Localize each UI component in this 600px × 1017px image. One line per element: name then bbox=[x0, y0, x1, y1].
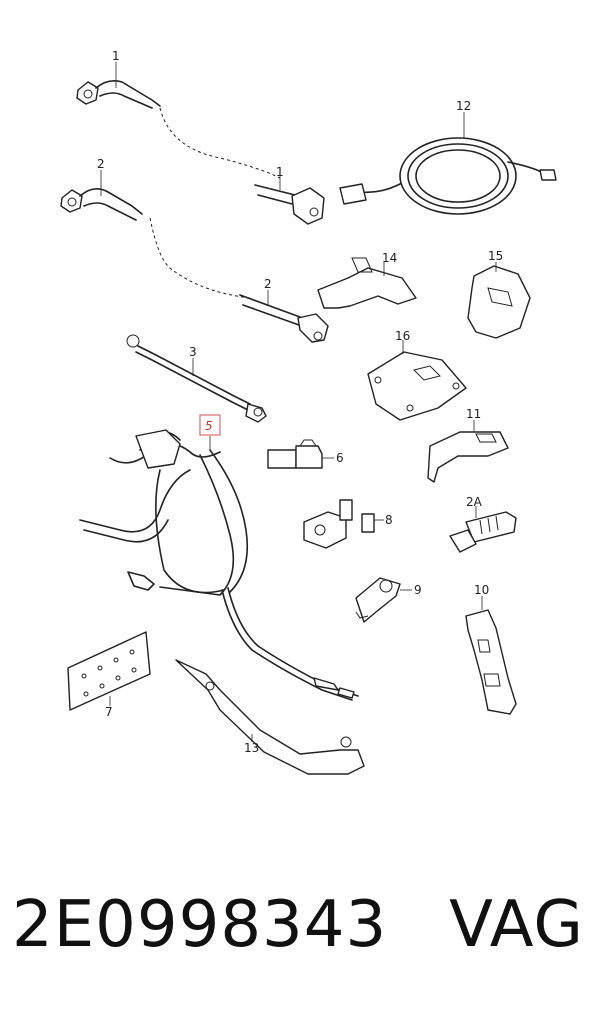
part-11-holder bbox=[427, 420, 509, 483]
callout-1: 1 bbox=[276, 165, 284, 179]
part-5-wiring-harness bbox=[79, 429, 359, 701]
callout-10: 10 bbox=[474, 583, 489, 597]
part-1-battery-cable bbox=[76, 62, 325, 225]
part-3-ground-strap bbox=[126, 334, 267, 423]
callout-6: 6 bbox=[336, 451, 344, 465]
callout-1: 1 bbox=[112, 49, 120, 63]
callout-13: 13 bbox=[244, 741, 259, 755]
callout-3: 3 bbox=[189, 345, 197, 359]
callout-15: 15 bbox=[488, 249, 503, 263]
part-2-battery-cable bbox=[60, 170, 329, 343]
callout-8: 8 bbox=[385, 513, 393, 527]
callout-5: 5 bbox=[205, 419, 213, 433]
part-number: 2E0998343 bbox=[12, 888, 388, 962]
part-7-plate bbox=[67, 631, 151, 711]
parts-diagram: 1 1 2 2 3 5 6 7 8 9 10 11 12 13 14 15 16… bbox=[60, 49, 557, 775]
brand-label: VAG bbox=[449, 888, 584, 962]
callout-16: 16 bbox=[395, 329, 410, 343]
callout-2: 2 bbox=[97, 157, 105, 171]
callout-2A: 2A bbox=[466, 495, 483, 509]
part-14-bracket bbox=[317, 257, 417, 309]
callout-7: 7 bbox=[105, 705, 113, 719]
callout-9: 9 bbox=[414, 583, 422, 597]
part-16-mounting-plate bbox=[367, 340, 467, 421]
callout-11: 11 bbox=[466, 407, 481, 421]
callout-14: 14 bbox=[382, 251, 397, 265]
part-15-clip bbox=[467, 262, 531, 339]
part-6-connector bbox=[267, 439, 334, 469]
part-9-terminal bbox=[355, 577, 412, 623]
callout-5-highlight-box bbox=[199, 414, 221, 436]
part-10-bracket bbox=[465, 596, 517, 715]
part-8-terminal-clamp bbox=[303, 499, 384, 549]
callout-2: 2 bbox=[264, 277, 272, 291]
part-13-bracket-arm bbox=[175, 659, 365, 775]
part-2A-bolt bbox=[449, 506, 517, 553]
part-12-cable-coil bbox=[339, 112, 557, 215]
callout-12: 12 bbox=[456, 99, 471, 113]
